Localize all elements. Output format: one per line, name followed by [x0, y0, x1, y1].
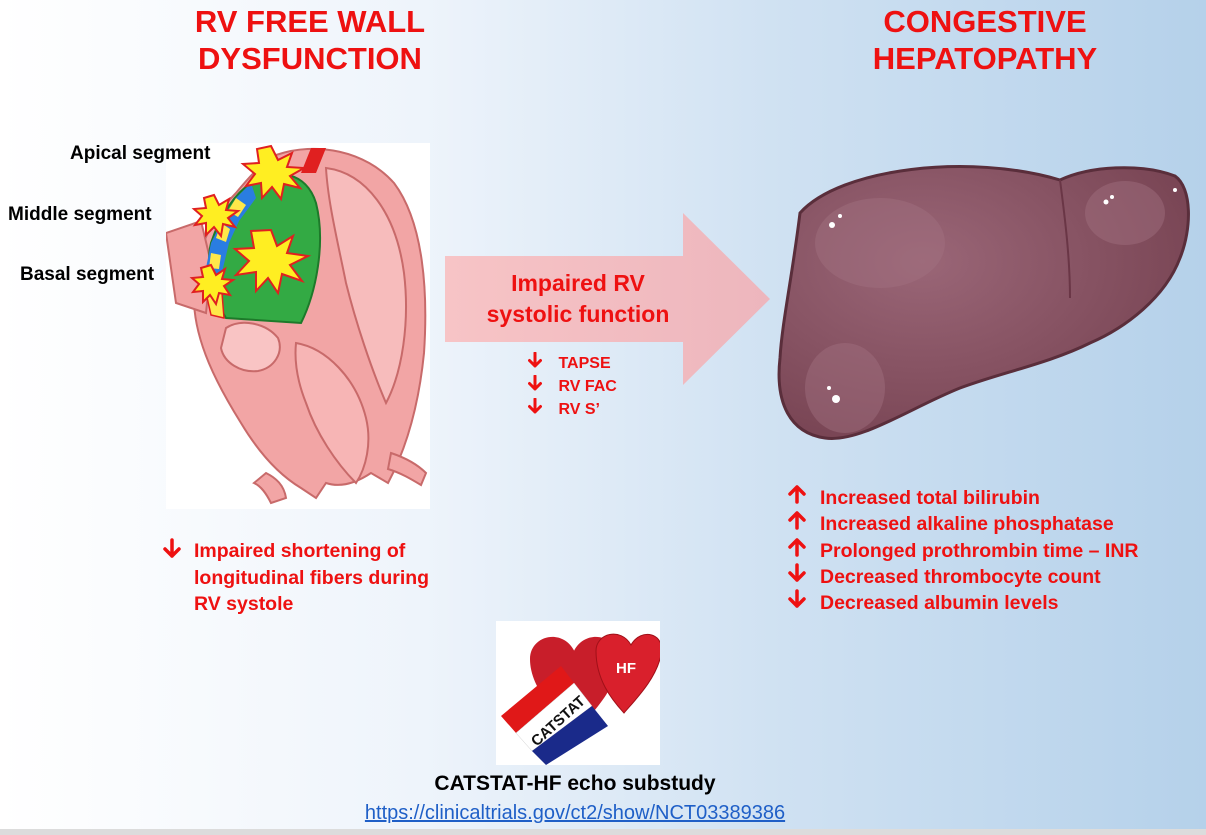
apical-starburst-icon [240, 144, 308, 202]
up-arrow-icon [788, 510, 820, 536]
study-title: CATSTAT-HF echo substudy [434, 772, 716, 795]
basal-large-starburst-icon [232, 228, 312, 296]
down-arrow-icon [788, 563, 820, 589]
finding-alkaline-phosphatase: Increased alkaline phosphatase [788, 510, 1114, 536]
impaired-rv-function-text: Impaired RV systolic function [486, 270, 670, 327]
basal-segment-label: Basal segment [20, 264, 155, 285]
down-arrow-icon [788, 589, 820, 615]
liver-icon [777, 165, 1190, 440]
rv-wall-title: RV FREE WALL DYSFUNCTION [194, 4, 426, 76]
logo-badge-text: HF [616, 660, 636, 677]
rv-shortening-text: Impaired shortening of longitudinal fibe… [194, 540, 430, 615]
heart-illustration [166, 143, 430, 509]
finding-text: Decreased albumin levels [820, 592, 1059, 614]
up-arrow-icon [788, 484, 820, 510]
param-label: TAPSE [558, 355, 611, 372]
finding-text: Decreased thrombocyte count [820, 566, 1101, 588]
middle-segment-label: Middle segment [8, 204, 152, 225]
study-url-link[interactable]: https://clinicaltrials.gov/ct2/show/NCT0… [364, 802, 786, 824]
finding-text: Increased total bilirubin [820, 487, 1040, 509]
up-arrow-icon [788, 537, 820, 563]
finding-thrombocyte: Decreased thrombocyte count [788, 563, 1101, 589]
finding-albumin: Decreased albumin levels [788, 589, 1058, 615]
param-rv-fac: RV FAC [528, 374, 617, 396]
heart-icon [166, 144, 428, 505]
down-arrow-icon [163, 538, 181, 568]
catstat-heart-logo-icon: HF CATSTAT [501, 633, 660, 765]
process-arrow-icon [445, 213, 770, 385]
apical-segment-label: Apical segment [70, 143, 211, 164]
param-label: RV S’ [558, 401, 600, 418]
down-arrow-icon [528, 374, 542, 396]
down-arrow-icon [528, 351, 542, 373]
middle-starburst-icon [191, 193, 241, 239]
param-tapse: TAPSE [528, 351, 611, 373]
down-arrow-icon [528, 397, 542, 419]
finding-text: Prolonged prothrombin time – INR [820, 540, 1139, 562]
catstat-hf-logo: HF CATSTAT [496, 621, 660, 765]
basal-starburst-icon [189, 263, 236, 307]
param-rv-s: RV S’ [528, 397, 600, 419]
bottom-divider [0, 829, 1206, 835]
param-label: RV FAC [558, 378, 617, 395]
hepatopathy-title: CONGESTIVE HEPATOPATHY [872, 4, 1098, 76]
finding-prothrombin: Prolonged prothrombin time – INR [788, 537, 1139, 563]
finding-text: Increased alkaline phosphatase [820, 513, 1114, 535]
finding-bilirubin: Increased total bilirubin [788, 484, 1040, 510]
